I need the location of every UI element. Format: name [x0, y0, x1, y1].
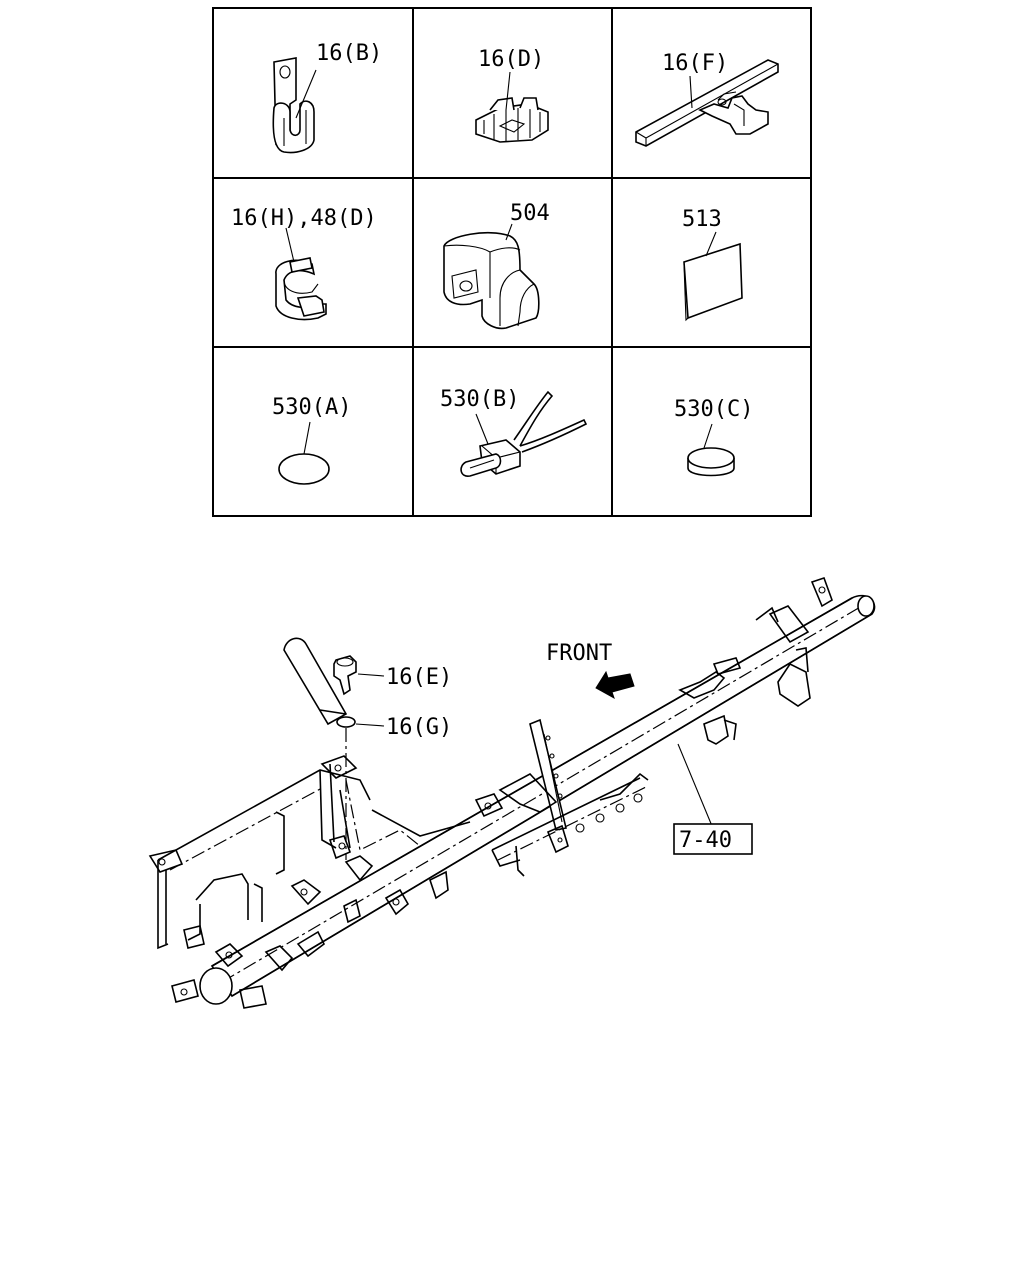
cell-530a: 530(A)	[272, 395, 351, 485]
label-16g: 16(G)	[386, 715, 452, 740]
label-16b: 16(B)	[316, 41, 382, 66]
label-7-40: 7-40	[679, 828, 732, 853]
label-530b: 530(B)	[440, 387, 519, 412]
washer-16g-icon	[336, 716, 356, 728]
clamp-16h-icon	[275, 227, 327, 321]
label-530a: 530(A)	[272, 395, 351, 420]
cell-16b: 16(B)	[272, 41, 382, 154]
sheet-513-icon	[683, 231, 743, 322]
cell-530b: 530(B)	[440, 387, 588, 477]
label-16d: 16(D)	[478, 47, 544, 72]
cell-16h-48d: 16(H),48(D)	[231, 206, 377, 321]
bracket-16f-icon	[635, 59, 779, 147]
cell-504: 504	[443, 201, 550, 330]
left-frame-structure	[148, 755, 471, 1009]
cell-513: 513	[682, 207, 743, 322]
parts-grid	[212, 7, 812, 517]
cap-530c-icon	[687, 423, 735, 477]
disc-530a-icon	[278, 421, 330, 485]
clip-16b-icon	[272, 57, 317, 154]
clip-16d-icon	[475, 71, 549, 143]
lever-and-fasteners	[283, 637, 385, 860]
label-530c: 530(C)	[674, 397, 753, 422]
tie-530b-icon	[460, 390, 588, 477]
label-16h-48d: 16(H),48(D)	[231, 206, 377, 231]
cell-16f: 16(F)	[635, 51, 779, 147]
label-513: 513	[682, 207, 722, 232]
ref-box-7-40	[673, 823, 753, 855]
label-504: 504	[510, 201, 550, 226]
assembly-drawing: FRONT	[148, 576, 876, 1009]
label-16f: 16(F)	[662, 51, 728, 76]
front-arrow-icon	[595, 670, 635, 700]
center-brackets	[474, 576, 833, 877]
front-label: FRONT	[546, 641, 612, 666]
label-16e: 16(E)	[386, 665, 452, 690]
block-504-icon	[443, 223, 540, 330]
cell-16d: 16(D)	[475, 47, 549, 143]
cell-530c: 530(C)	[674, 397, 753, 477]
